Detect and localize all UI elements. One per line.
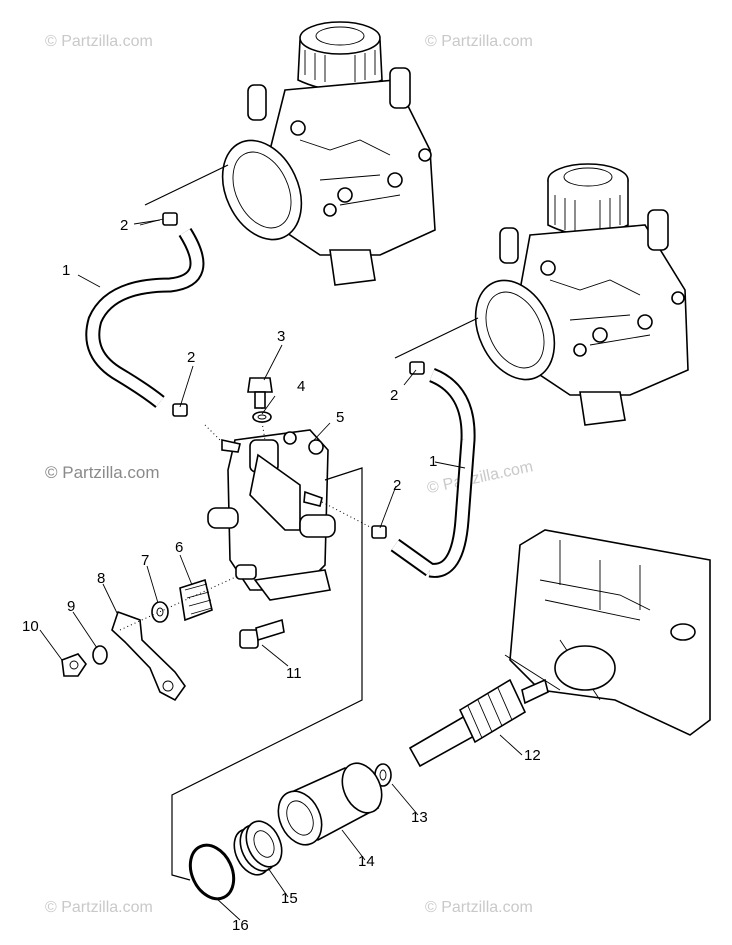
bolt-and-washer <box>247 377 273 441</box>
watermark-bottom-right: © Partzilla.com <box>425 899 533 916</box>
carburetor-upper <box>221 21 436 286</box>
callout-15: 15 <box>281 890 298 907</box>
clamp-mid <box>172 403 188 417</box>
watermark-top-left: © Partzilla.com <box>45 33 153 50</box>
callout-7: 7 <box>141 552 149 569</box>
callout-2-mid: 2 <box>187 349 195 366</box>
callout-2-top: 2 <box>120 217 128 234</box>
callout-11: 11 <box>286 665 302 682</box>
hose-left <box>85 228 205 408</box>
watermark-top-right: © Partzilla.com <box>425 33 533 50</box>
callout-9: 9 <box>67 598 75 615</box>
callout-4: 4 <box>297 378 305 395</box>
callout-12: 12 <box>524 747 541 764</box>
callout-1-left: 1 <box>62 262 70 279</box>
callout-8: 8 <box>97 570 105 587</box>
callout-16: 16 <box>232 917 249 934</box>
lever-assembly <box>61 574 241 702</box>
watermark-mid-right: © Partzilla.com <box>426 458 535 497</box>
hose-right <box>390 368 476 578</box>
callout-6: 6 <box>175 539 183 556</box>
callout-14: 14 <box>358 853 375 870</box>
clamp-top <box>162 212 178 226</box>
callout-13: 13 <box>411 809 428 826</box>
clamp-right <box>409 361 425 375</box>
spring-15 <box>233 820 283 876</box>
snap-ring-16 <box>188 843 236 901</box>
sleeve-14 <box>277 762 383 846</box>
callout-2-lower: 2 <box>393 477 401 494</box>
callout-5: 5 <box>336 409 344 426</box>
callouts: 2 1 2 3 4 5 2 2 1 6 7 8 9 10 11 12 13 14… <box>22 217 541 934</box>
fuel-pump <box>204 424 373 601</box>
callout-3: 3 <box>277 328 285 345</box>
watermark-bottom-left: © Partzilla.com <box>45 899 153 916</box>
callout-1-right: 1 <box>429 453 437 470</box>
reference-lines <box>139 164 479 881</box>
bolt-11 <box>239 618 285 649</box>
watermark-mid-left: © Partzilla.com <box>45 463 160 482</box>
engine-case <box>504 529 711 736</box>
drive-shaft <box>408 678 549 768</box>
carburetor-lower <box>474 163 689 426</box>
callout-2-right: 2 <box>390 387 398 404</box>
callout-10: 10 <box>22 618 39 635</box>
clamp-lower <box>371 525 387 539</box>
leader-lines <box>39 219 523 921</box>
